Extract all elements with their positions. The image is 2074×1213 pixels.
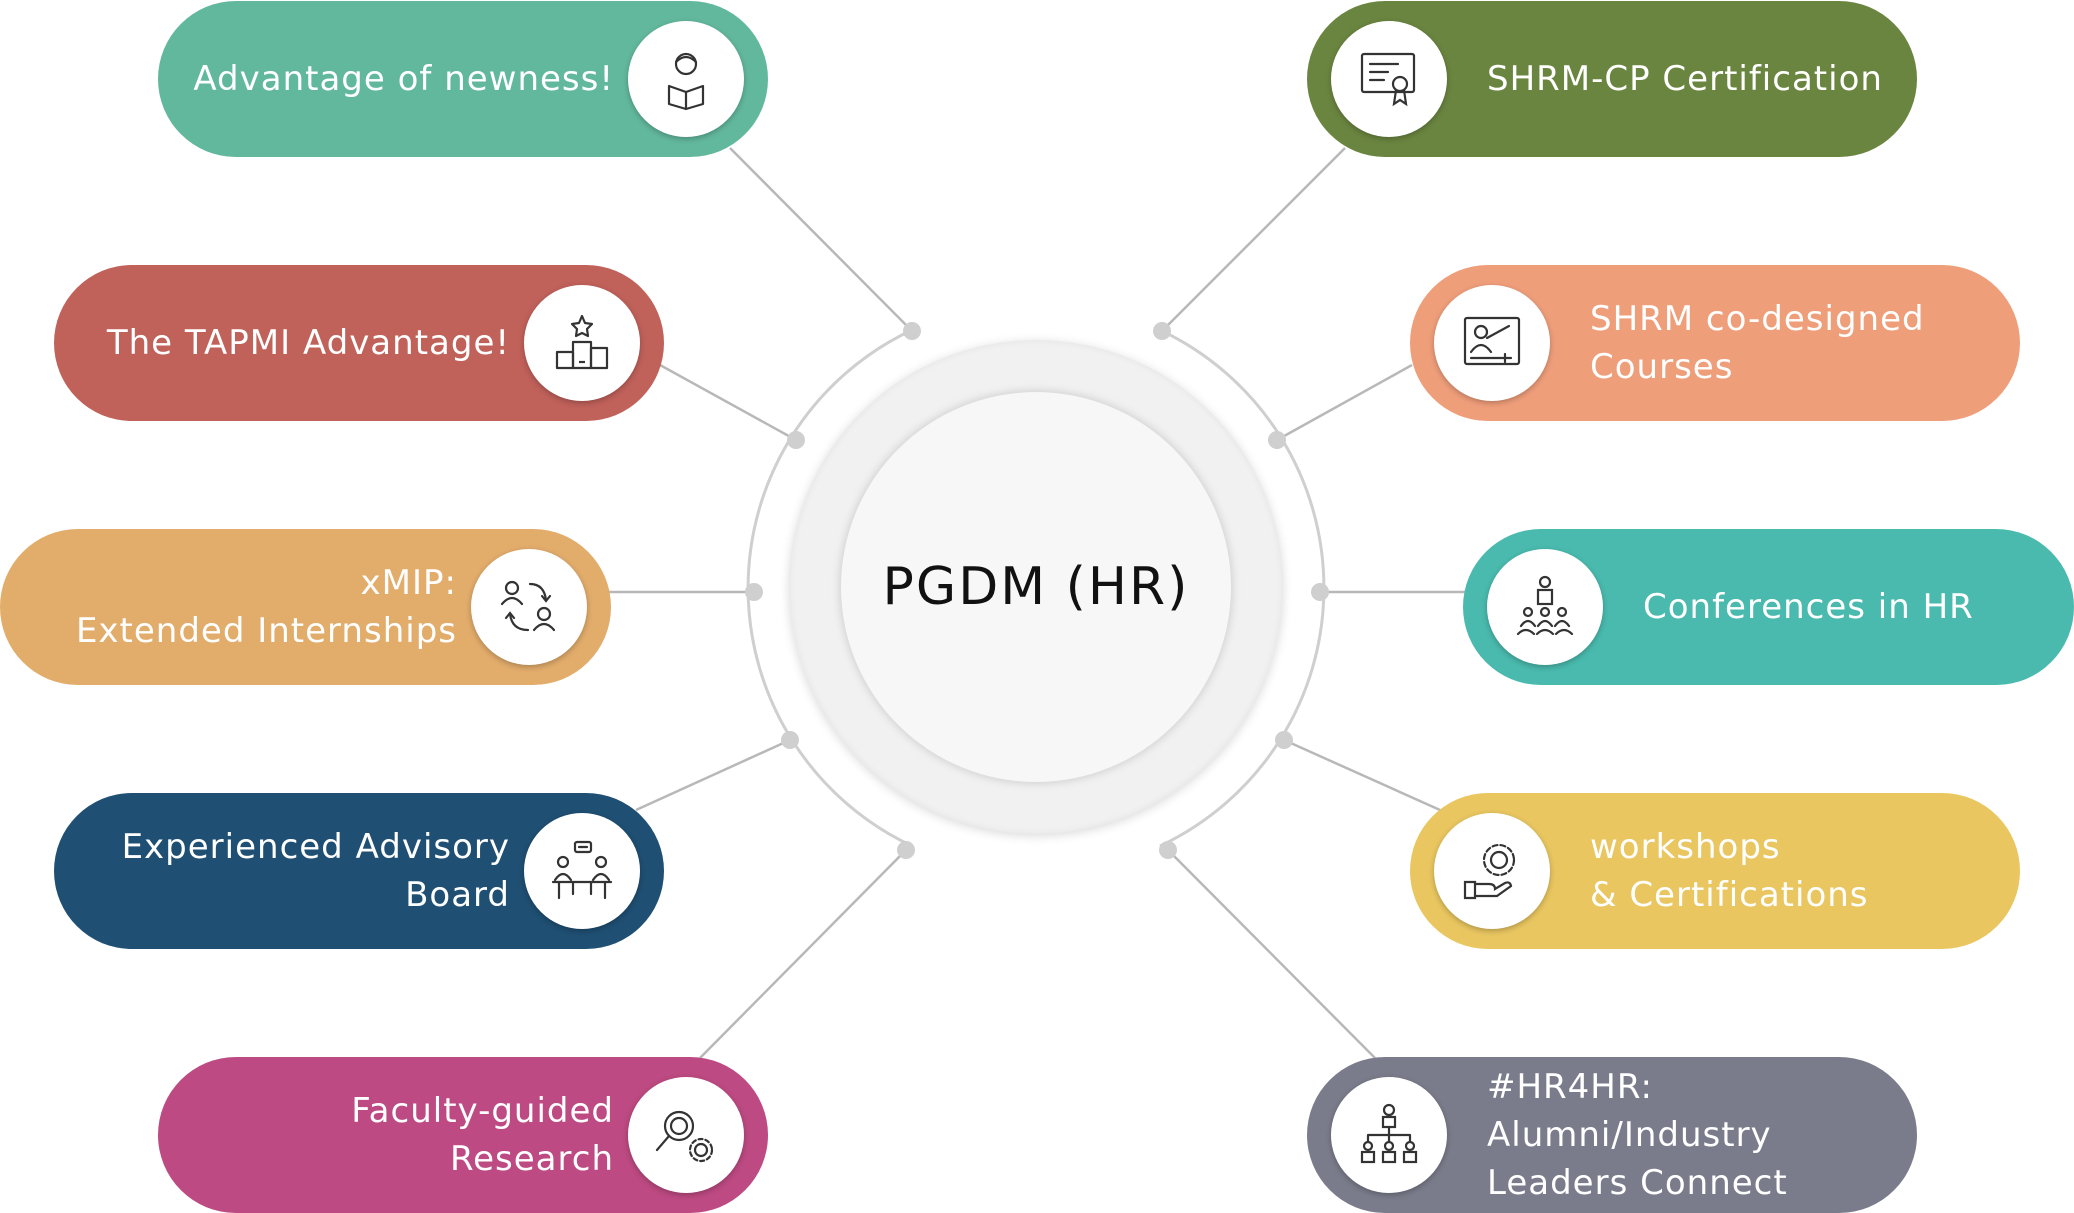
- label-line: Conferences in HR: [1643, 587, 1974, 627]
- pill-label: Experienced Advisory Board: [122, 823, 510, 919]
- pill-label: Advantage of newness!: [193, 55, 614, 103]
- connector-dot: [787, 431, 805, 449]
- podium-star-icon: [524, 285, 640, 401]
- connector-dot: [781, 731, 799, 749]
- pill-shrm-courses: SHRM co-designed Courses: [1410, 265, 2020, 421]
- connector-line: [1161, 147, 1346, 332]
- pill-faculty-research: Faculty-guided Research: [158, 1057, 768, 1213]
- label-line: Alumni/Industry: [1487, 1115, 1772, 1155]
- connector-line: [729, 147, 913, 332]
- pill-label: The TAPMI Advantage!: [107, 319, 510, 367]
- person-reading-book-icon: [628, 21, 744, 137]
- label-line: The TAPMI Advantage!: [106, 323, 510, 363]
- pill-label: workshops & Certifications: [1590, 823, 1869, 919]
- pill-advisory-board: Experienced Advisory Board: [54, 793, 664, 949]
- label-line: SHRM co-designed: [1590, 299, 1925, 339]
- connector-dot: [745, 583, 763, 601]
- pill-shrm-cp: SHRM-CP Certification: [1307, 1, 1917, 157]
- label-line: Board: [405, 875, 510, 915]
- label-line: Leaders Connect: [1487, 1163, 1788, 1203]
- connector-dot: [903, 322, 921, 340]
- label-line: Research: [450, 1139, 614, 1179]
- pill-label: Faculty-guided Research: [351, 1087, 614, 1183]
- pill-xmip: xMIP: Extended Internships: [0, 529, 611, 685]
- connector-dot: [1311, 583, 1329, 601]
- pill-tapmi-advantage: The TAPMI Advantage!: [54, 265, 664, 421]
- connector-line: [635, 738, 791, 812]
- label-line: xMIP:: [360, 563, 457, 603]
- conference-audience-icon: [1487, 549, 1603, 665]
- meeting-table-icon: [524, 813, 640, 929]
- label-line: Extended Internships: [75, 611, 457, 651]
- label-line: Faculty-guided: [351, 1091, 614, 1131]
- pill-advantage-of-newness: Advantage of newness!: [158, 1, 768, 157]
- connector-line: [1276, 363, 1413, 442]
- pill-hr4hr: #HR4HR: Alumni/Industry Leaders Connect: [1307, 1057, 1917, 1213]
- pill-workshops: workshops & Certifications: [1410, 793, 2020, 949]
- pill-conferences: Conferences in HR: [1463, 529, 2074, 685]
- pill-label: SHRM-CP Certification: [1487, 55, 1883, 103]
- certificate-icon: [1331, 21, 1447, 137]
- connector-line: [1167, 849, 1376, 1059]
- label-line: & Certifications: [1590, 875, 1869, 915]
- center-circle: PGDM (HR): [841, 392, 1231, 782]
- connector-line: [1283, 738, 1441, 812]
- presentation-board-icon: [1434, 285, 1550, 401]
- center-title: PGDM (HR): [882, 557, 1190, 617]
- exchange-people-icon: [471, 549, 587, 665]
- connector-dot: [1268, 431, 1286, 449]
- connector-dot: [1275, 731, 1293, 749]
- label-line: Experienced Advisory: [121, 827, 510, 867]
- label-line: Courses: [1590, 347, 1734, 387]
- connector-line: [659, 363, 797, 442]
- org-chart-icon: [1331, 1077, 1447, 1193]
- connector-dot: [1153, 322, 1171, 340]
- label-line: #HR4HR:: [1487, 1067, 1653, 1107]
- magnifier-gear-icon: [628, 1077, 744, 1193]
- pill-label: Conferences in HR: [1643, 583, 1974, 631]
- pill-label: #HR4HR: Alumni/Industry Leaders Connect: [1487, 1063, 1788, 1207]
- connector-dot: [897, 841, 915, 859]
- connector-dot: [1159, 841, 1177, 859]
- label-line: workshops: [1590, 827, 1781, 867]
- label-line: SHRM-CP Certification: [1487, 59, 1883, 99]
- label-line: Advantage of newness!: [193, 59, 614, 99]
- pill-label: xMIP: Extended Internships: [76, 559, 457, 655]
- pill-label: SHRM co-designed Courses: [1590, 295, 1925, 391]
- connector-line: [699, 849, 907, 1059]
- hand-gear-icon: [1434, 813, 1550, 929]
